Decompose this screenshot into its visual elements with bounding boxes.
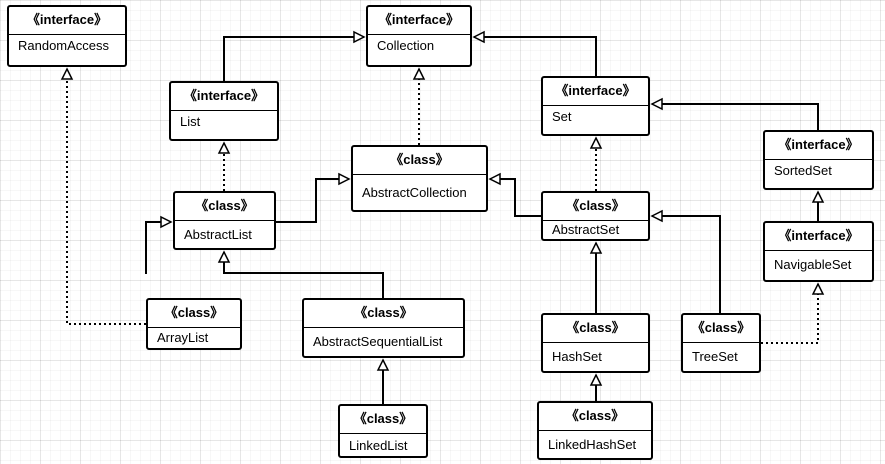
- hollow-arrowhead: [650, 209, 663, 223]
- node-list[interactable]: 《interface》 List: [169, 81, 279, 141]
- stereotype-label: 《class》: [543, 315, 648, 343]
- class-name: List: [180, 114, 201, 129]
- node-navigableset[interactable]: 《interface》 NavigableSet: [763, 221, 874, 282]
- hollow-arrowhead: [589, 136, 603, 149]
- extends-edge-abstractsequentiallist-to-abstractlist: [217, 250, 384, 298]
- stereotype-label: 《interface》: [765, 223, 872, 251]
- extends-edge-linkedhashset-to-hashset: [589, 373, 603, 401]
- stereotype-label: 《class》: [353, 147, 486, 175]
- hollow-arrowhead: [811, 190, 825, 203]
- stereotype-label: 《class》: [683, 315, 759, 343]
- class-name: AbstractSet: [552, 222, 620, 237]
- node-linkedlist[interactable]: 《class》 LinkedList: [338, 404, 428, 458]
- node-randomaccess[interactable]: 《interface》 RandomAccess: [7, 5, 127, 67]
- class-name: Set: [552, 109, 572, 124]
- extends-edge-arraylist-to-abstractlist: [145, 215, 173, 274]
- hollow-arrowhead: [650, 97, 663, 111]
- extends-edge-sortedset-to-set: [650, 97, 819, 130]
- hollow-arrowhead: [589, 241, 603, 254]
- class-name: SortedSet: [774, 163, 832, 178]
- class-name: AbstractList: [184, 227, 252, 242]
- extends-edge-hashset-to-abstractset: [589, 241, 603, 313]
- stereotype-label: 《interface》: [765, 132, 872, 160]
- class-name: AbstractSequentialList: [313, 334, 443, 349]
- stereotype-label: 《interface》: [9, 7, 125, 35]
- implements-edge-arraylist-to-randomaccess: [60, 67, 146, 325]
- node-linkedhashset[interactable]: 《class》 LinkedHashSet: [537, 401, 653, 460]
- stereotype-label: 《interface》: [543, 78, 648, 106]
- extends-edge-list-to-collection: [223, 30, 366, 81]
- class-name: LinkedHashSet: [548, 437, 637, 452]
- hollow-arrowhead: [60, 67, 74, 80]
- node-hashset[interactable]: 《class》 HashSet: [541, 313, 650, 373]
- node-abstractcollection[interactable]: 《class》 AbstractCollection: [351, 145, 488, 212]
- class-name: AbstractCollection: [362, 185, 467, 200]
- stereotype-label: 《interface》: [171, 83, 277, 111]
- extends-edge-linkedlist-to-abstractsequentiallist: [376, 358, 390, 404]
- hollow-arrowhead: [160, 215, 173, 229]
- node-set[interactable]: 《interface》 Set: [541, 76, 650, 136]
- hollow-arrowhead: [217, 250, 231, 263]
- hollow-arrowhead: [472, 30, 485, 44]
- extends-edge-navigableset-to-sortedset: [811, 190, 825, 221]
- node-sortedset[interactable]: 《interface》 SortedSet: [763, 130, 874, 190]
- extends-edge-abstractset-to-abstractcollection: [488, 172, 541, 217]
- hollow-arrowhead: [376, 358, 390, 371]
- hollow-arrowhead: [338, 172, 351, 186]
- node-abstractlist[interactable]: 《class》 AbstractList: [173, 191, 276, 250]
- stereotype-label: 《interface》: [368, 7, 470, 35]
- stereotype-label: 《class》: [304, 300, 463, 328]
- stereotype-label: 《class》: [175, 193, 274, 221]
- node-abstractsequentiallist[interactable]: 《class》 AbstractSequentialList: [302, 298, 465, 358]
- hollow-arrowhead: [589, 373, 603, 386]
- class-name: RandomAccess: [18, 38, 110, 53]
- hollow-arrowhead: [412, 67, 426, 80]
- class-name: TreeSet: [692, 349, 738, 364]
- node-treeset[interactable]: 《class》 TreeSet: [681, 313, 761, 373]
- class-name: LinkedList: [349, 438, 408, 453]
- stereotype-label: 《class》: [148, 300, 240, 328]
- class-name: Collection: [377, 38, 435, 53]
- stereotype-label: 《class》: [340, 406, 426, 434]
- extends-edge-set-to-collection: [472, 30, 597, 76]
- implements-edge-treeset-to-navigableset: [761, 282, 825, 344]
- node-collection[interactable]: 《interface》 Collection: [366, 5, 472, 67]
- node-arraylist[interactable]: 《class》 ArrayList: [146, 298, 242, 350]
- class-name: HashSet: [552, 349, 602, 364]
- hollow-arrowhead: [488, 172, 501, 186]
- class-name: ArrayList: [157, 330, 209, 345]
- extends-edge-abstractlist-to-abstractcollection: [276, 172, 351, 223]
- node-abstractset[interactable]: 《class》 AbstractSet: [541, 191, 650, 241]
- implements-edge-abstractcollection-to-collection: [412, 67, 426, 145]
- implements-edge-abstractset-to-set: [589, 136, 603, 191]
- hollow-arrowhead: [217, 141, 231, 154]
- stereotype-label: 《class》: [543, 193, 648, 221]
- class-name: NavigableSet: [774, 257, 852, 272]
- stereotype-label: 《class》: [539, 403, 651, 431]
- extends-edge-treeset-to-abstractset: [650, 209, 721, 313]
- implements-edge-abstractlist-to-list: [217, 141, 231, 191]
- hollow-arrowhead: [811, 282, 825, 295]
- hollow-arrowhead: [353, 30, 366, 44]
